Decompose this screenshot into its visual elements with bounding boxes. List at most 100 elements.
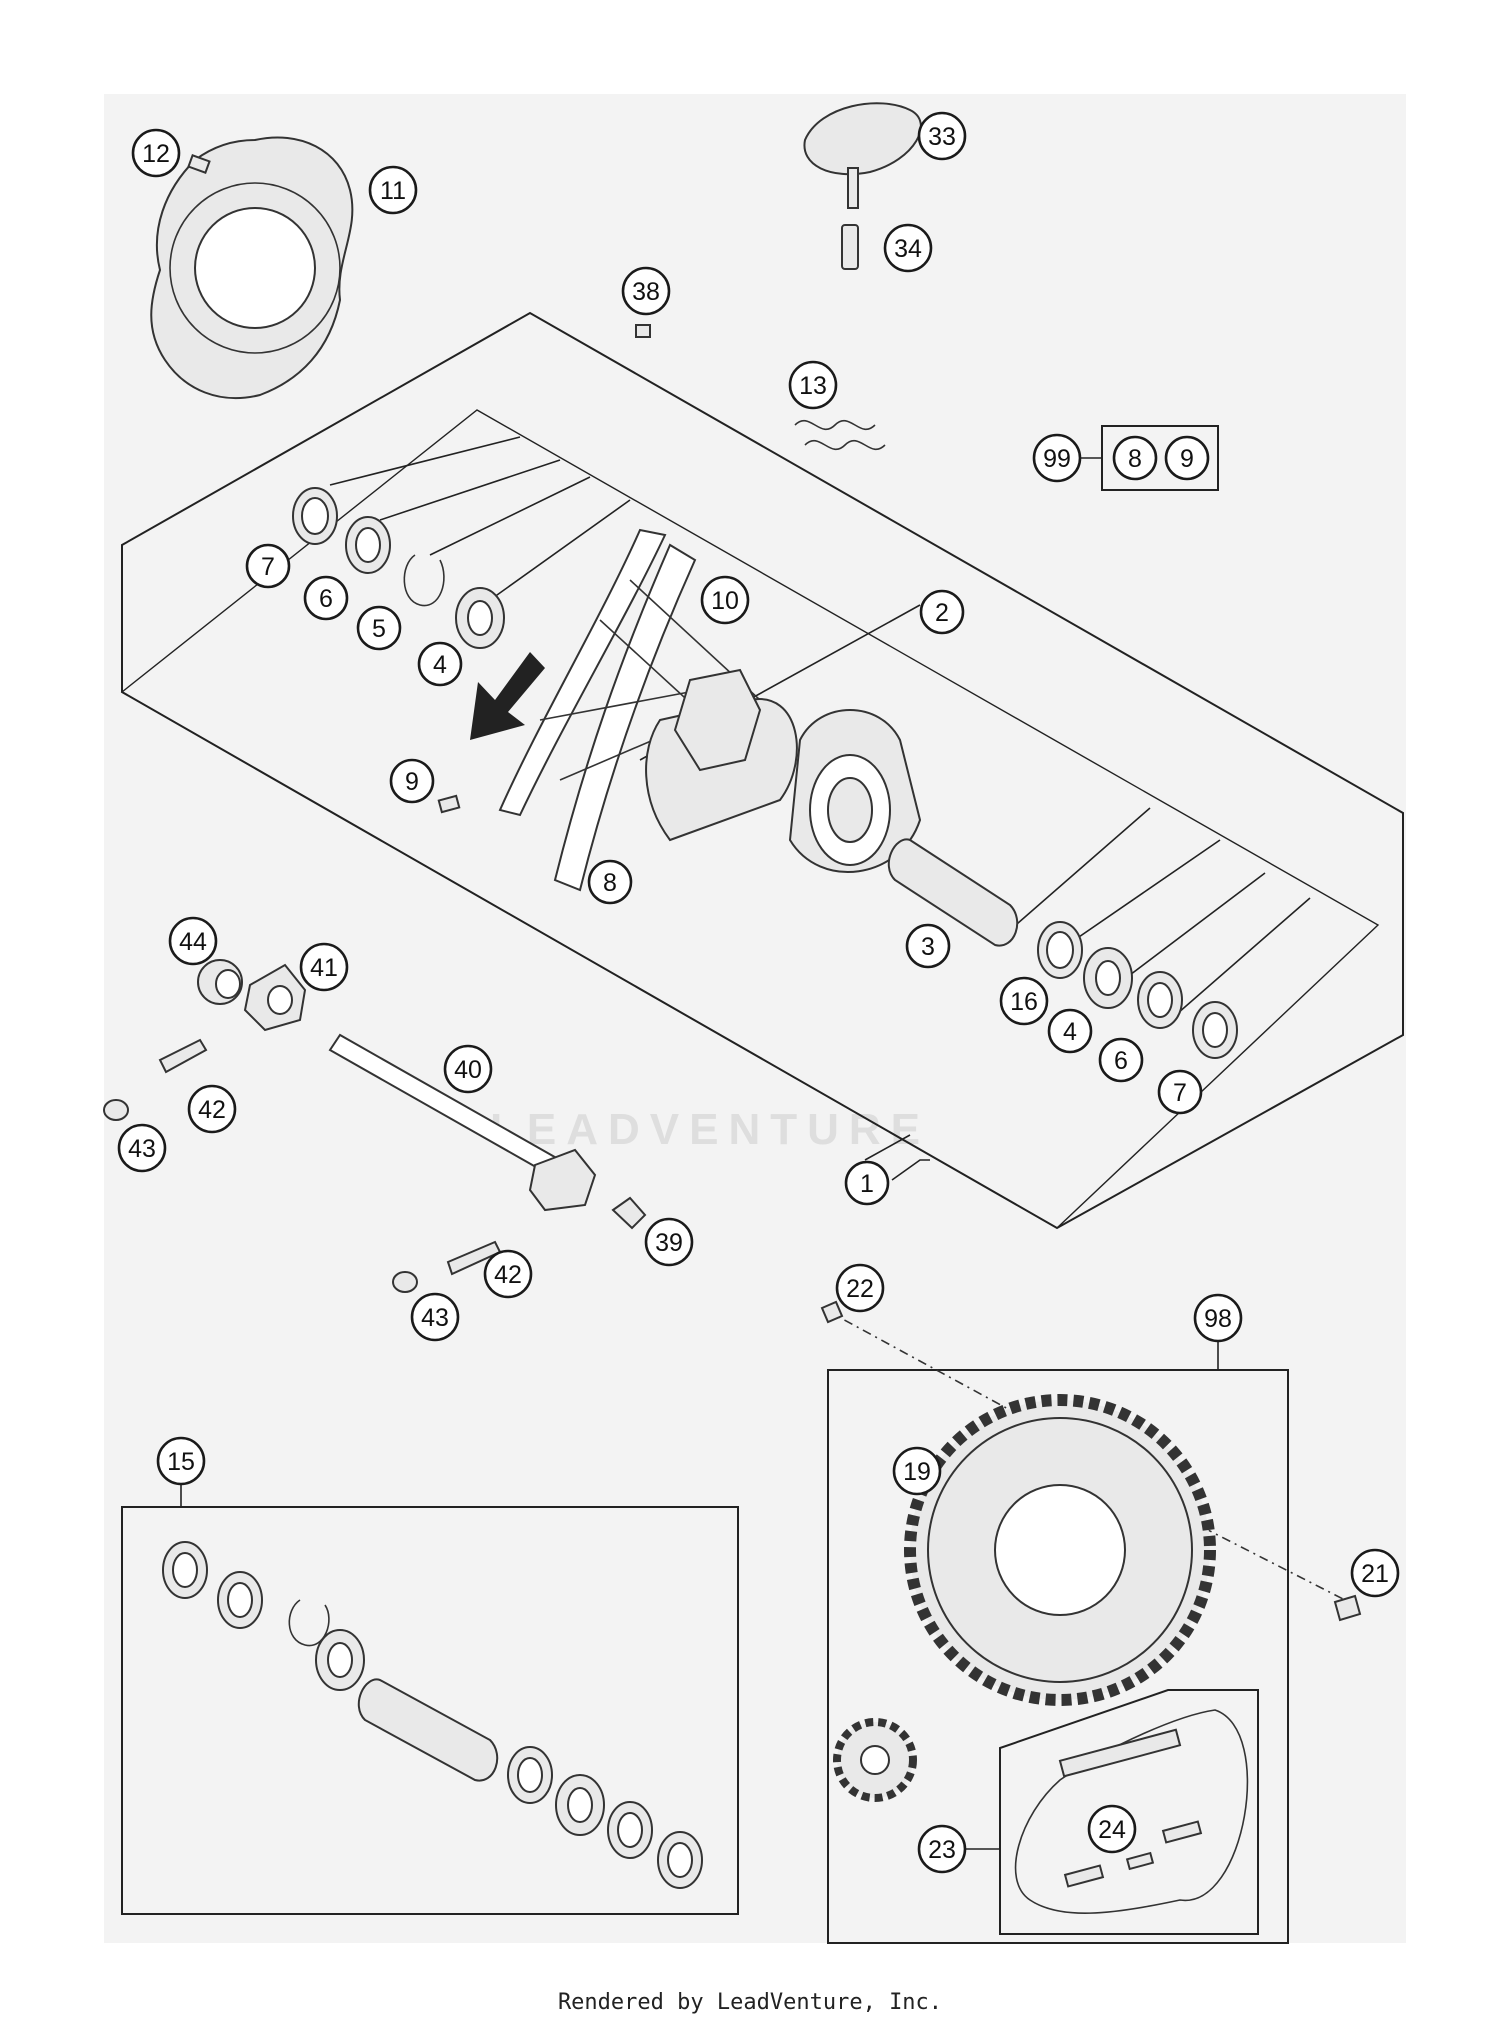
callout-42b: 42: [483, 1249, 533, 1299]
callout-21: 21: [1350, 1548, 1400, 1598]
callout-34: 34: [883, 223, 933, 273]
left-bearings: [292, 487, 505, 649]
stand-pin: [841, 224, 859, 270]
chain-links: [1063, 1820, 1203, 1888]
callout-99: 99: [1032, 433, 1082, 483]
callout-label: 42: [198, 1096, 226, 1124]
callout-label: 4: [433, 651, 447, 679]
callout-label: 21: [1361, 1560, 1389, 1588]
sprocket-bolt: [820, 1300, 844, 1324]
callout-label: 19: [903, 1458, 931, 1486]
callout-19: 19: [892, 1446, 942, 1496]
callout-3: 3: [905, 923, 951, 969]
axle-nut-44: [197, 959, 243, 1005]
callout-label: 98: [1204, 1305, 1232, 1333]
wheel-axle-40: [328, 1033, 597, 1212]
callout-11: 11: [368, 165, 418, 215]
front-sprocket: [833, 1718, 917, 1802]
callout-39: 39: [644, 1217, 694, 1267]
drive-chain: [1014, 1709, 1249, 1914]
callout-label: 15: [167, 1448, 195, 1476]
callout-24: 24: [1087, 1804, 1137, 1854]
callout-12: 12: [131, 128, 181, 178]
right-bearings: [1037, 921, 1238, 1059]
bearing-kit-box: [121, 1506, 739, 1915]
watermark: LEADVENTURE: [490, 1105, 931, 1154]
callout-label: 42: [494, 1261, 522, 1289]
callout-label: 16: [1010, 988, 1038, 1016]
callout-label: 7: [261, 553, 275, 581]
callout-label: 9: [1180, 445, 1194, 473]
chain-adjuster-41: [243, 963, 307, 1032]
callout-label: 8: [1128, 445, 1142, 473]
callout-5: 5: [356, 605, 402, 651]
callout-label: 43: [128, 1135, 156, 1163]
callout-label: 10: [711, 587, 739, 615]
callout-label: 22: [846, 1275, 874, 1303]
hub-spacer: [887, 838, 1019, 947]
callout-7b: 7: [1157, 1069, 1203, 1115]
callout-99a: 8: [1112, 435, 1158, 481]
callout-33: 33: [917, 111, 967, 161]
callout-42a: 42: [187, 1084, 237, 1134]
spoke-nipple: [437, 794, 461, 814]
callout-label: 38: [632, 278, 660, 306]
valve-cap: [635, 324, 651, 338]
callout-4a: 4: [417, 641, 463, 687]
callout-label: 39: [655, 1229, 683, 1257]
callout-22: 22: [835, 1263, 885, 1313]
stand-seat: [803, 102, 922, 209]
wheel-hub: [539, 579, 922, 873]
callout-label: 99: [1043, 445, 1071, 473]
callout-99b: 9: [1164, 435, 1210, 481]
rear-sprocket: [904, 1394, 1216, 1706]
callout-label: 34: [894, 235, 922, 263]
callout-6b: 6: [1098, 1037, 1144, 1083]
callout-label: 13: [799, 372, 827, 400]
sprocket-group-box: [827, 1369, 1289, 1944]
callout-6a: 6: [303, 575, 349, 621]
callout-2: 2: [919, 589, 965, 635]
callout-label: 1: [860, 1170, 874, 1198]
footer-credit: Rendered by LeadVenture, Inc.: [557, 1990, 943, 2015]
balance-weight: [794, 419, 876, 431]
callout-38: 38: [621, 266, 671, 316]
callout-98: 98: [1193, 1293, 1243, 1343]
callout-label: 33: [928, 123, 956, 151]
callout-label: 41: [310, 954, 338, 982]
callout-label: 7: [1173, 1079, 1187, 1107]
callout-40: 40: [443, 1044, 493, 1094]
callout-label: 9: [405, 768, 419, 796]
nut-43b: [392, 1271, 418, 1293]
callout-label: 11: [380, 177, 406, 205]
sprocket-nut: [1333, 1594, 1362, 1622]
callout-label: 2: [935, 599, 949, 627]
callout-13: 13: [788, 360, 838, 410]
callout-16: 16: [999, 976, 1049, 1026]
callout-43a: 43: [117, 1123, 167, 1173]
callout-44: 44: [168, 916, 218, 966]
callout-23: 23: [917, 1824, 967, 1874]
callout-label: 6: [1114, 1047, 1128, 1075]
disc-bolt: [187, 154, 211, 174]
callout-10: 10: [700, 575, 750, 625]
callout-41: 41: [299, 942, 349, 992]
callout-label: 12: [142, 140, 170, 168]
callout-label: 6: [319, 585, 333, 613]
callout-15: 15: [156, 1436, 206, 1486]
bearing-leader-lines: [329, 436, 1311, 1161]
callout-label: 24: [1098, 1816, 1126, 1844]
callout-label: 44: [179, 928, 207, 956]
wheel-rim: [498, 528, 697, 892]
callout-label: 4: [1063, 1018, 1077, 1046]
callout-1: 1: [844, 1160, 890, 1206]
adjuster-bolt-42a: [158, 1038, 208, 1074]
chain-box: [999, 1689, 1259, 1935]
callout-4b: 4: [1047, 1008, 1093, 1054]
callout-7a: 7: [245, 543, 291, 589]
callout-label: 3: [921, 933, 935, 961]
callout-43b: 43: [410, 1292, 460, 1342]
